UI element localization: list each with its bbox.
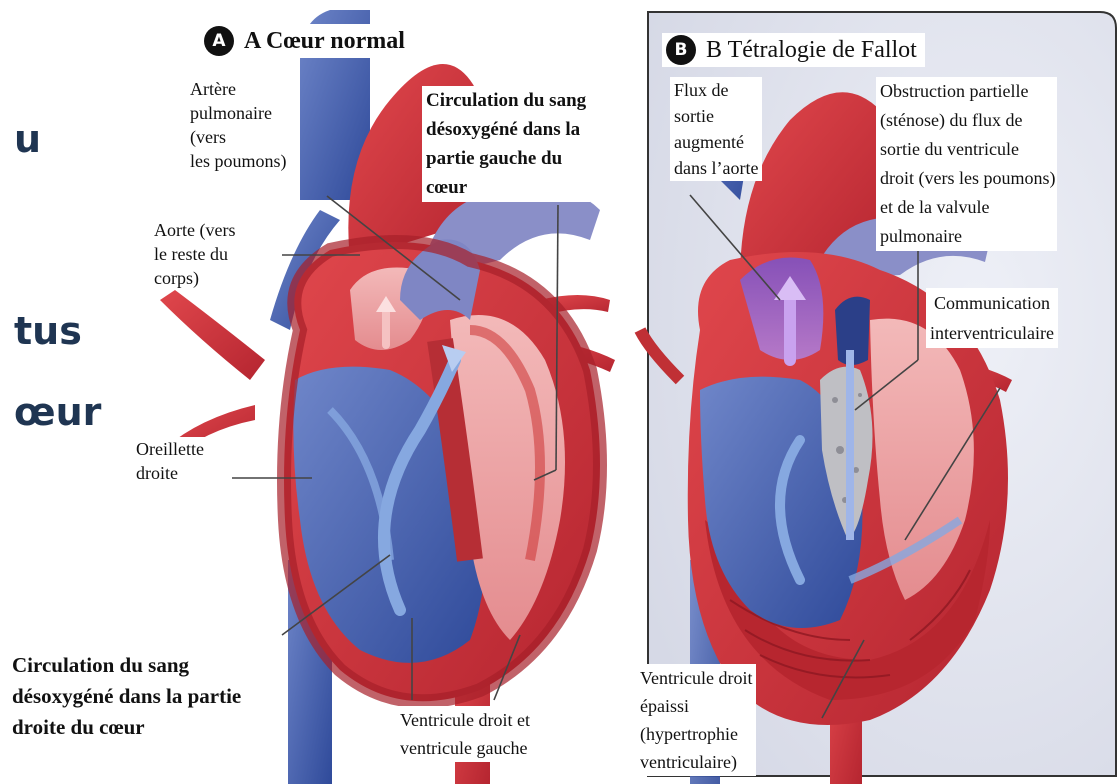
leader-lines [232, 194, 1001, 719]
label-aortic-flow: Flux de sortie augmenté dans l’aorte [670, 77, 763, 181]
label-hypertrophy: Ventricule droit épaissi (hypertrophie v… [636, 664, 757, 776]
side-text-1: u [14, 117, 42, 161]
badge-a-icon: A [204, 26, 234, 56]
label-right-atrium: Oreillette droite [132, 437, 208, 485]
panel-b-title: B B Tétralogie de Fallot [662, 33, 925, 67]
panel-a-title: A A Cœur normal [200, 24, 413, 58]
label-pulmonary-artery: Artère pulmonaire (vers les poumons) [186, 77, 291, 173]
label-left-circulation: Circulation du sang désoxygéné dans la p… [422, 86, 591, 202]
panel-a-title-text: A Cœur normal [244, 27, 405, 54]
label-aorta: Aorte (vers le reste du corps) [150, 218, 240, 290]
label-obstruction: Obstruction partielle (sténose) du flux … [876, 77, 1058, 251]
heart-b [634, 80, 1012, 784]
label-right-circulation: Circulation du sang désoxygéné dans la p… [8, 650, 246, 743]
side-text-2: tus [14, 309, 82, 353]
label-vsd: Communication interventriculaire [926, 288, 1058, 348]
panel-b-title-text: B Tétralogie de Fallot [706, 36, 917, 63]
badge-b-icon: B [666, 35, 696, 65]
side-text-3: œur [14, 390, 102, 434]
label-ventricles: Ventricule droit et ventricule gauche [396, 706, 534, 762]
